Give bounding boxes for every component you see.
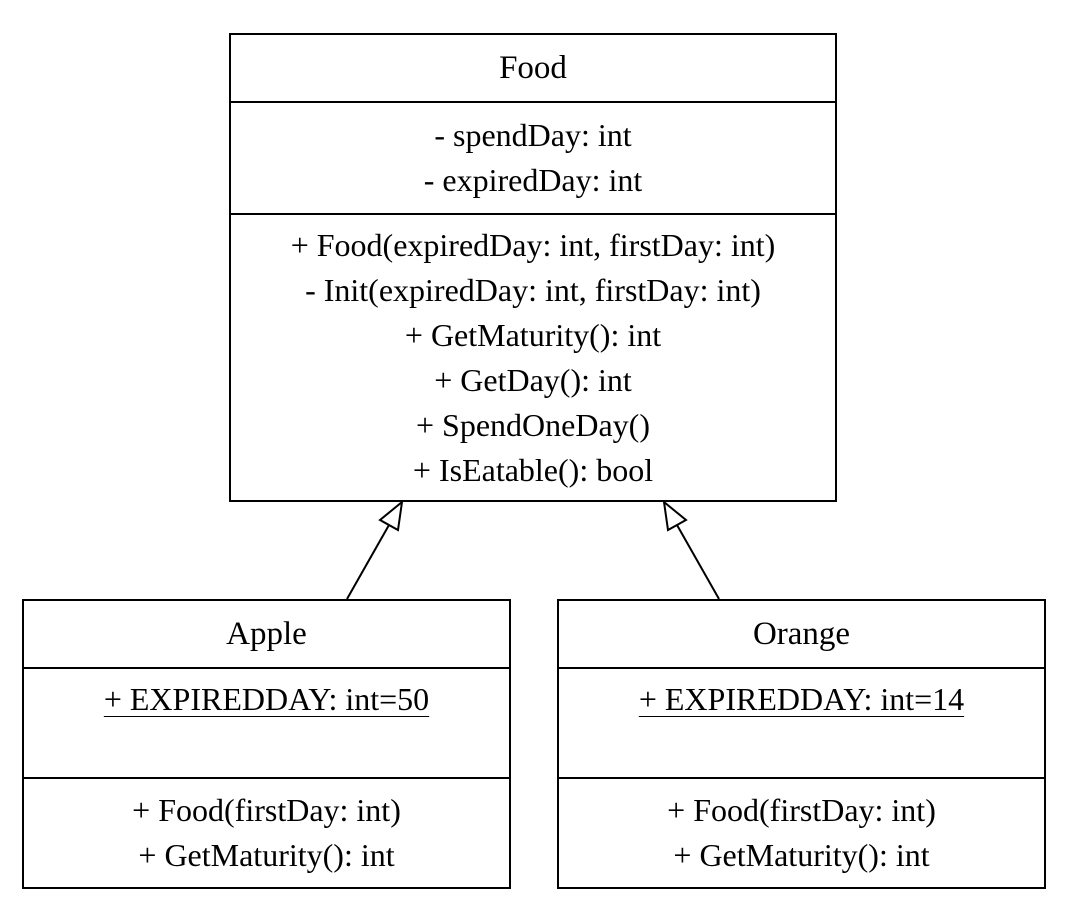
orange-class-box: Orange + EXPIREDDAY: int=14 + Food(first… <box>557 599 1046 889</box>
apple-inheritance-line <box>346 524 390 600</box>
orange-methods: + Food(firstDay: int) + GetMaturity(): i… <box>559 777 1044 887</box>
apple-attributes: + EXPIREDDAY: int=50 <box>24 667 509 777</box>
orange-generalization-arrowhead-icon <box>662 499 688 532</box>
orange-inheritance-line <box>676 524 720 600</box>
apple-methods: + Food(firstDay: int) + GetMaturity(): i… <box>24 777 509 887</box>
orange-static-attribute: + EXPIREDDAY: int=14 <box>638 681 965 717</box>
apple-method: + Food(firstDay: int) <box>132 792 401 828</box>
apple-method: + GetMaturity(): int <box>138 837 395 873</box>
food-method: + SpendOneDay() <box>416 406 650 443</box>
orange-attributes: + EXPIREDDAY: int=14 <box>559 667 1044 777</box>
orange-method: + GetMaturity(): int <box>673 837 930 873</box>
apple-static-attribute: + EXPIREDDAY: int=50 <box>103 681 430 717</box>
apple-inherits-food-connector <box>346 499 404 600</box>
orange-method: + Food(firstDay: int) <box>667 792 936 828</box>
food-method: - Init(expiredDay: int, firstDay: int) <box>305 271 761 308</box>
food-method: + IsEatable(): bool <box>412 451 654 488</box>
food-method: + GetDay(): int <box>434 361 632 398</box>
food-class-name: Food <box>499 49 567 86</box>
apple-class-name: Apple <box>226 615 307 652</box>
food-method: + GetMaturity(): int <box>404 316 662 353</box>
food-class-box: Food - spendDay: int - expiredDay: int +… <box>229 33 837 502</box>
food-attribute: - expiredDay: int <box>423 162 643 198</box>
apple-class-box: Apple + EXPIREDDAY: int=50 + Food(firstD… <box>22 599 511 889</box>
food-methods: + Food(expiredDay: int, firstDay: int) -… <box>231 213 835 500</box>
orange-inherits-food-connector <box>662 499 720 600</box>
apple-generalization-arrowhead-icon <box>378 499 404 532</box>
orange-class-name: Orange <box>752 615 851 652</box>
food-method: + Food(expiredDay: int, firstDay: int) <box>290 226 776 263</box>
food-attributes: - spendDay: int - expiredDay: int <box>231 101 835 213</box>
food-attribute: - spendDay: int <box>434 117 632 153</box>
